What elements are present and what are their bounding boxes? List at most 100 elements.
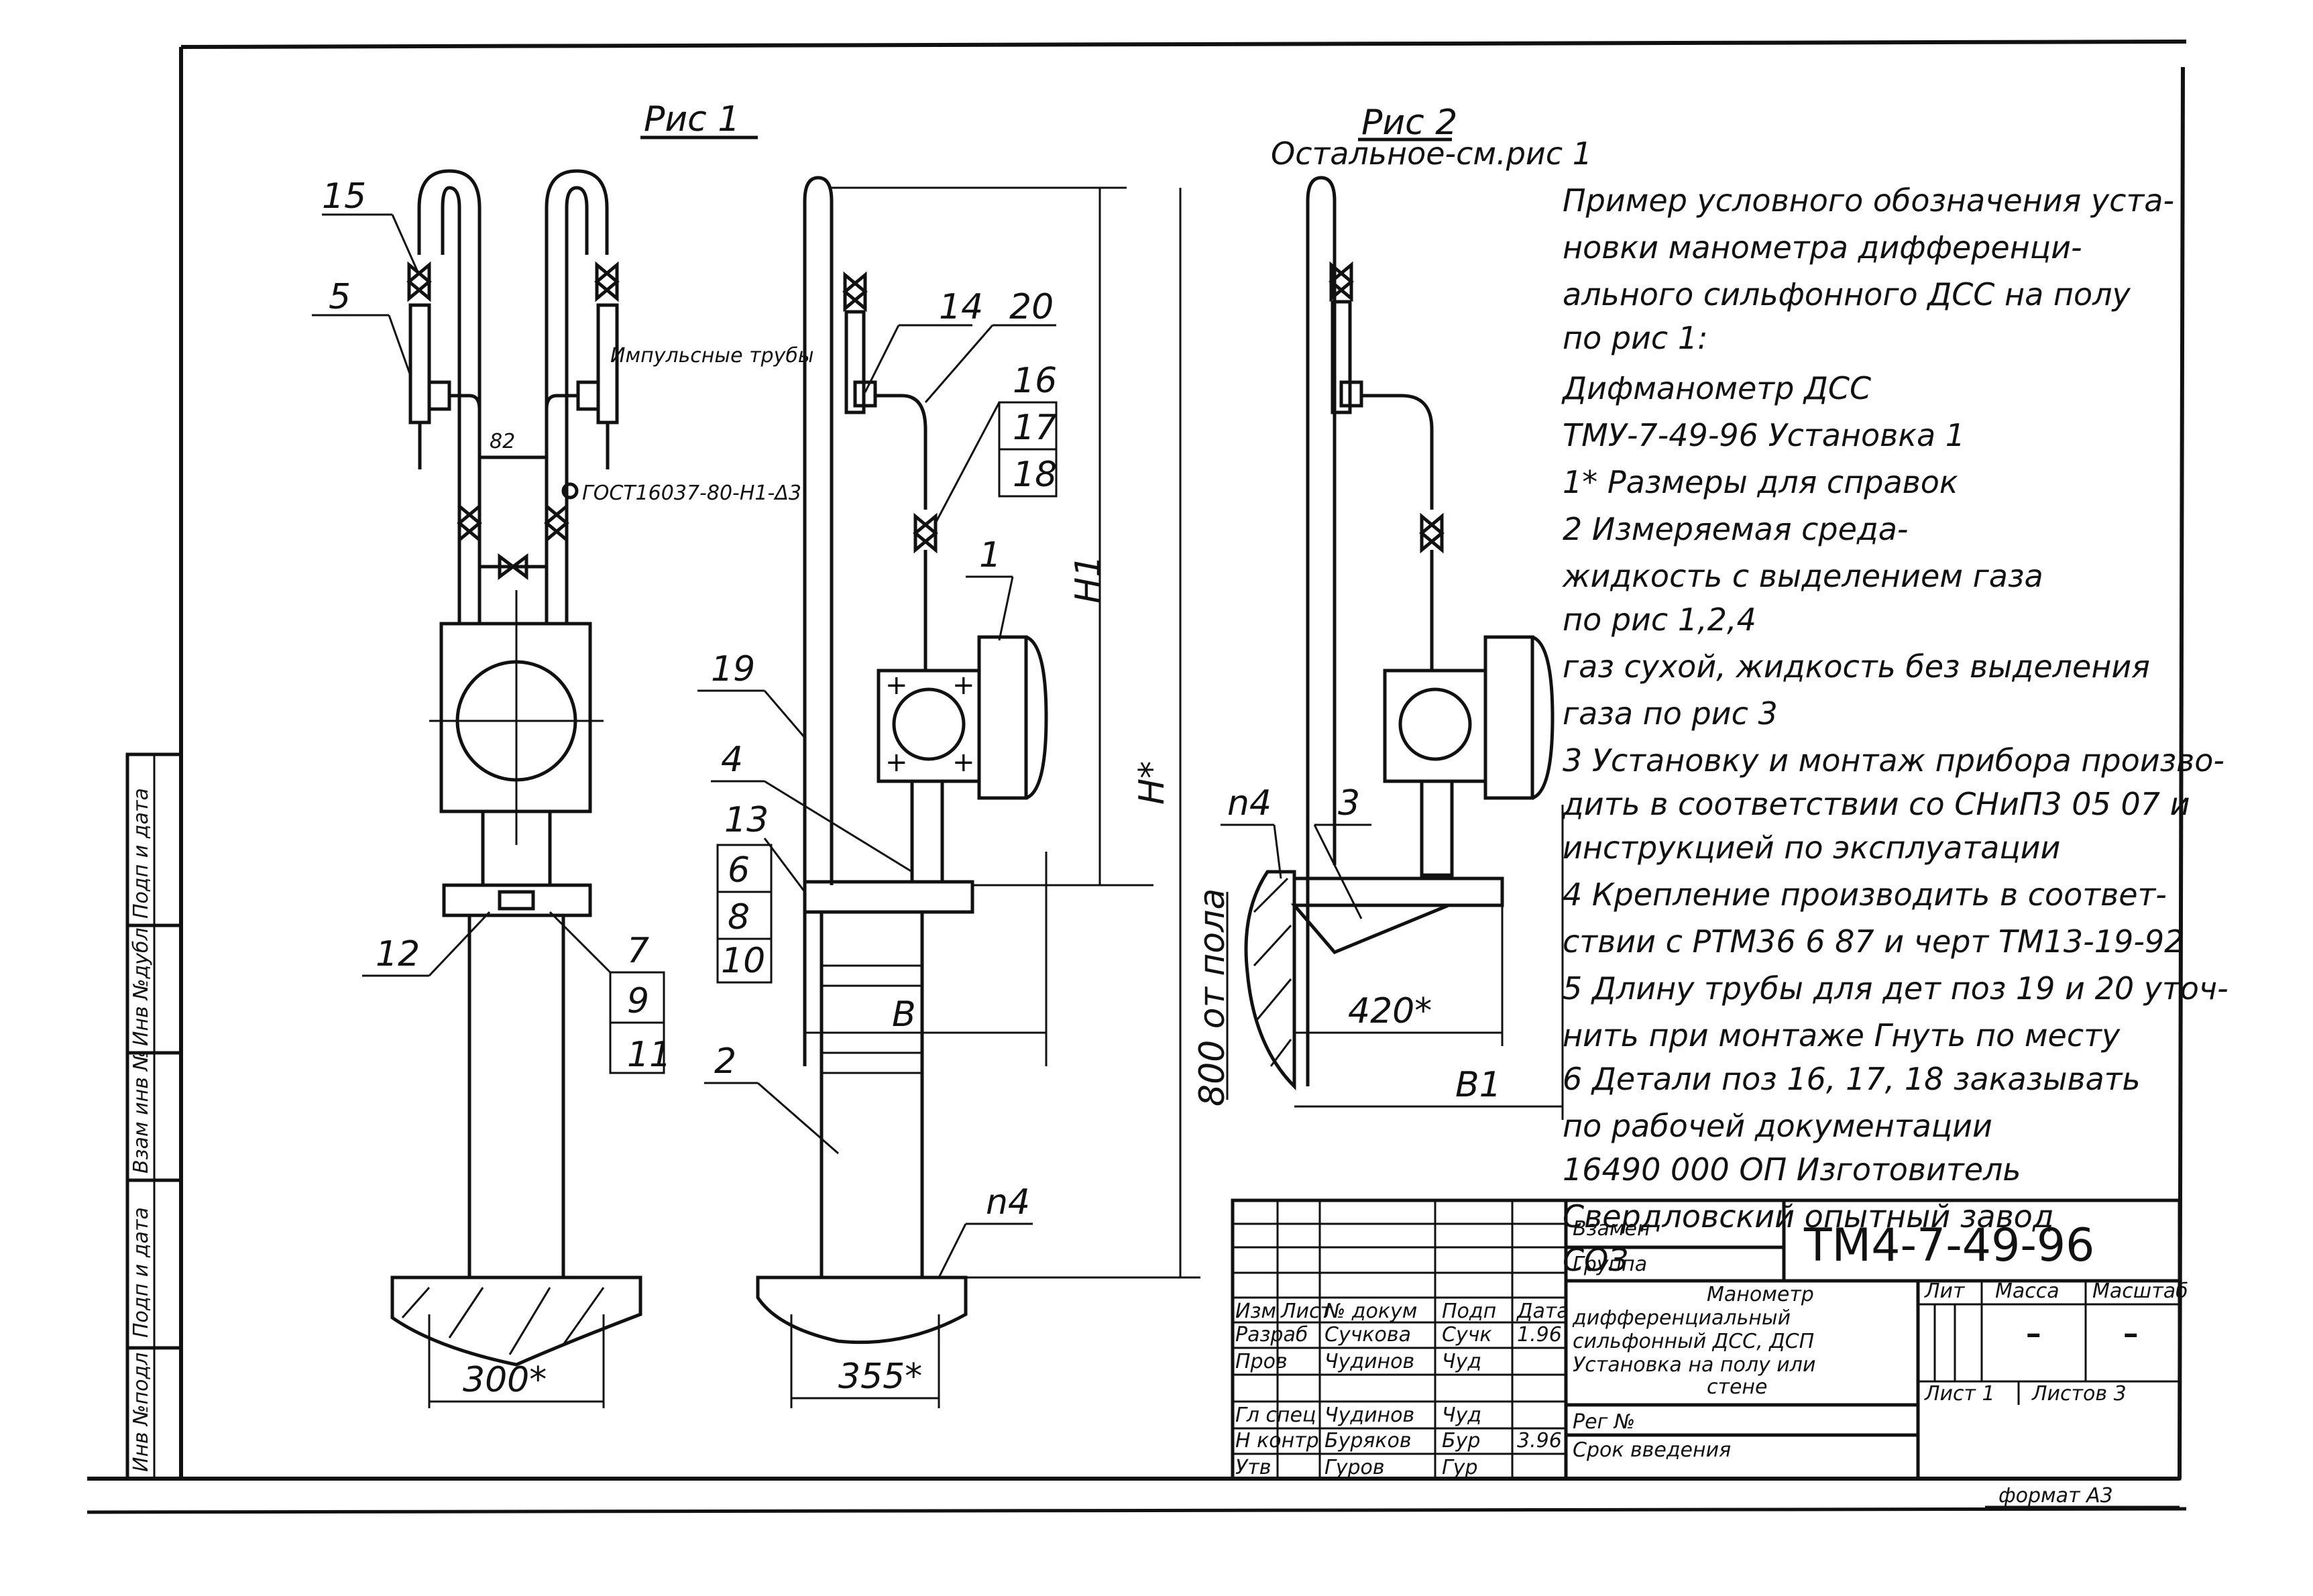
tb-lit: Лит [1924, 1279, 1966, 1303]
sheet-edge-line [87, 1507, 2187, 1514]
dim-h1: H1 [1068, 555, 1109, 604]
stamp-podp-data-1: Подп и дата [129, 1207, 153, 1338]
note-line: Свердловский опытный завод [1563, 1198, 2054, 1235]
svg-text:+: + [885, 670, 908, 701]
stamp-inv-podl: Инв №подл [129, 1353, 153, 1472]
note-line: Пример условного обозначения уста- [1563, 182, 2174, 219]
tb-list: Лист 1 [1924, 1382, 1995, 1406]
tb-name-5: стене [1707, 1375, 1768, 1399]
notes-block: Пример условного обозначения уста-новки … [1561, 182, 2229, 1278]
tb-srok: Срок введения [1573, 1438, 1731, 1462]
tb-row-role: Пров [1235, 1350, 1288, 1373]
callout-3: 3 [1338, 783, 1360, 823]
note-line: ствии с РТМ36 6 87 и черт ТМ13-19-92 [1563, 923, 2184, 960]
tb-reg: Рег № [1573, 1410, 1635, 1434]
figure-2-subtitle: Остальное-см.рис 1 [1271, 135, 1592, 172]
note-line: 5 Длину трубы для дет поз 19 и 20 уточ- [1563, 970, 2229, 1007]
dim-h: H* [1132, 761, 1172, 805]
callout-16: 16 [1013, 361, 1057, 401]
dim-420: 420* [1348, 991, 1432, 1031]
callout-17: 17 [1013, 408, 1057, 448]
tb-row-name: Гуров [1324, 1456, 1385, 1479]
callout-10: 10 [721, 941, 765, 981]
note-line: дить в соответствии со СНиП3 05 07 и [1562, 786, 2190, 822]
dim-800: 800 от пола [1192, 889, 1233, 1106]
callout-8: 8 [728, 897, 750, 937]
svg-text:+: + [952, 670, 975, 701]
tb-masshtab-val: - [2123, 1306, 2139, 1359]
note-line: жидкость с выделением газа [1562, 558, 2043, 594]
tb-row-date: 3.96 [1517, 1429, 1562, 1452]
tb-row-role: Утв [1235, 1456, 1271, 1479]
stamp-vzam-inv: Взам инв № [129, 1049, 153, 1174]
callout-1: 1 [979, 535, 1001, 575]
dim-b: B [892, 994, 916, 1035]
tb-row-sign: Гур [1442, 1456, 1478, 1479]
gost-label: ГОСТ16037-80-Н1-Δ3 [582, 481, 801, 505]
callout-2: 2 [714, 1041, 736, 1082]
callout-13: 13 [724, 800, 769, 840]
side-stamp: Инв №подл Подп и дата Взам инв № Инв №ду… [125, 752, 183, 1481]
callout-5: 5 [329, 277, 351, 317]
figure-1-title: Рис 1 [644, 99, 740, 139]
note-line: 6 Детали поз 16, 17, 18 заказывать [1563, 1061, 2141, 1097]
callout-n4-fig2: n4 [1227, 783, 1272, 823]
callout-7: 7 [627, 931, 649, 971]
tb-row-name: Буряков [1324, 1429, 1412, 1452]
tb-col-data: Дата [1516, 1300, 1569, 1323]
dim-300: 300* [463, 1360, 547, 1400]
tb-col-ndoc: № докум [1323, 1300, 1417, 1323]
callout-6: 6 [728, 850, 750, 891]
dim-355: 355* [838, 1357, 922, 1397]
callout-9: 9 [627, 981, 649, 1021]
tb-row-role: Гл спец [1235, 1404, 1316, 1427]
tb-row-sign: Сучк [1442, 1323, 1492, 1347]
note-line: по рабочей документации [1563, 1108, 1992, 1144]
tb-format: формат А3 [1998, 1484, 2113, 1507]
dim-82: 82 [490, 430, 515, 453]
note-line: 3 Установку и монтаж прибора произво- [1563, 742, 2224, 779]
tb-name-4: Установка на полу или [1573, 1353, 1815, 1377]
callout-19: 19 [711, 649, 755, 689]
callout-20: 20 [1009, 287, 1054, 327]
tb-name-1: Манометр [1707, 1283, 1814, 1306]
callout-18: 18 [1013, 455, 1057, 495]
tb-listov: Листов 3 [2031, 1382, 2127, 1406]
note-line: по рис 1,2,4 [1563, 602, 1756, 638]
tb-row-date: 1.96 [1517, 1323, 1562, 1347]
callout-n4-fig1: n4 [986, 1182, 1030, 1222]
tb-gruppa: Группа [1573, 1253, 1647, 1276]
figure-2: Рис 2 Остальное-см.рис 1 420* B1 800 от … [1192, 103, 1592, 1120]
stamp-inv-dubl: Инв №дубл [129, 927, 153, 1046]
tb-doc-code: ТМ4-7-49-96 [1803, 1219, 2094, 1272]
tb-col-podp: Подп [1442, 1300, 1496, 1323]
tb-row-sign: Бур [1442, 1429, 1480, 1452]
tb-row-name: Сучкова [1324, 1323, 1411, 1347]
tb-row-role: Разраб [1235, 1323, 1308, 1347]
note-line: ального сильфонного ДСС на полу [1563, 276, 2131, 312]
impulse-label: Импульсные трубы [610, 344, 814, 367]
note-line: газ сухой, жидкость без выделения [1563, 648, 2150, 685]
note-line: газа по рис 3 [1563, 695, 1778, 732]
tb-name-3: сильфонный ДСС, ДСП [1573, 1330, 1814, 1353]
frame-top-line [180, 40, 2187, 49]
callout-14: 14 [939, 287, 983, 327]
tb-massa: Масса [1995, 1279, 2060, 1303]
note-line: по рис 1: [1563, 320, 1708, 356]
note-line: инструкцией по эксплуатации [1563, 830, 2060, 866]
note-line: ТМУ-7-49-96 Установка 1 [1563, 417, 1965, 453]
tb-col-list: Лист [1280, 1300, 1333, 1323]
tb-row-name: Чудинов [1324, 1404, 1414, 1427]
callout-15: 15 [322, 176, 366, 217]
callout-12: 12 [376, 934, 420, 974]
dim-b1: B1 [1455, 1065, 1502, 1105]
figure-1-side: + + + + 355* H1 H* B 14 20 16 [697, 176, 1200, 1408]
note-line: 4 Крепление производить в соответ- [1563, 876, 2167, 913]
tb-row-name: Чудинов [1324, 1350, 1414, 1373]
figure-1-front: Рис 1 82 ГОСТ16037-80-Н1-Δ3 [312, 99, 814, 1408]
tb-massa-val: - [2025, 1306, 2042, 1359]
note-line: Дифманометр ДСС [1561, 370, 1871, 406]
figure-2-title: Рис 2 [1361, 103, 1457, 143]
